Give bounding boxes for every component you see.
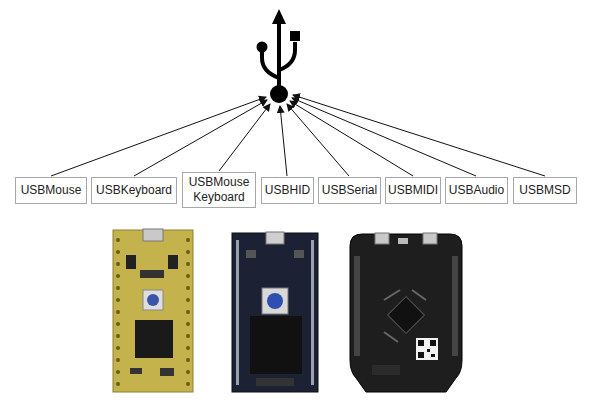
box-label: USBMouse (21, 183, 82, 198)
class-box: USBMIDI (385, 177, 441, 204)
class-box: USBAudio (445, 177, 508, 204)
box-label: USBMIDI (388, 183, 438, 198)
box-label: USBSerial (322, 183, 377, 198)
box-label: USBMouse Keyboard (187, 175, 251, 205)
class-box: USBKeyboard (91, 177, 177, 204)
usb-symbol (257, 9, 301, 103)
class-box: USBSerial (318, 177, 381, 204)
blue-board (232, 232, 318, 392)
class-box: USBMSD (513, 177, 577, 204)
box-label: USBHID (265, 183, 310, 198)
class-box: USBHID (261, 177, 314, 204)
yellow-board (113, 229, 193, 392)
class-box: USBMouse Keyboard (182, 172, 256, 208)
class-box: USBMouse (15, 177, 87, 204)
leader-arrows (51, 95, 545, 176)
box-label: USBAudio (449, 183, 504, 198)
box-label: USBKeyboard (96, 183, 172, 198)
frdm-board (350, 233, 462, 392)
box-label: USBMSD (519, 183, 570, 198)
